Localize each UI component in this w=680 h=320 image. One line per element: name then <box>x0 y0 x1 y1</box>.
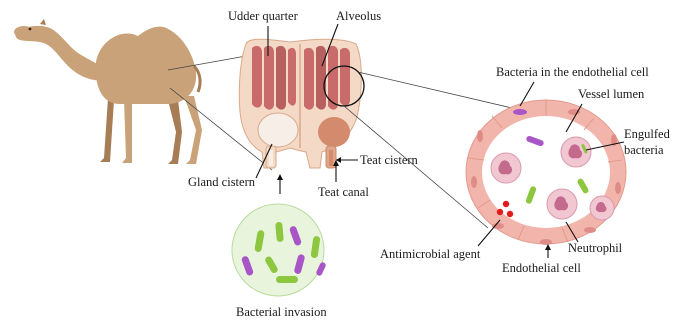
udder-illustration <box>239 39 364 168</box>
label-bacterial-invasion: Bacterial invasion <box>236 305 327 319</box>
zoom-line-vessel-top <box>358 72 512 108</box>
label-vessel-lumen: Vessel lumen <box>578 87 645 101</box>
label-udder-quarter: Udder quarter <box>228 9 299 23</box>
label-alveolus: Alveolus <box>336 9 381 23</box>
neutrophil <box>590 196 614 220</box>
bacterial-invasion-circle <box>232 204 327 296</box>
neutrophil <box>491 153 521 183</box>
bacteria-in-endothelial-cell <box>513 109 527 115</box>
label-bacteria-endothelial: Bacteria in the endothelial cell <box>496 65 649 79</box>
label-neutrophil: Neutrophil <box>568 241 623 255</box>
label-endothelial-cell: Endothelial cell <box>502 261 581 275</box>
vessel-cross-section <box>466 100 626 245</box>
label-gland-cistern: Gland cistern <box>188 175 256 189</box>
neutrophil <box>561 137 591 167</box>
label-antimicrobial-agent: Antimicrobial agent <box>380 247 481 261</box>
label-teat-cistern: Teat cistern <box>360 153 419 167</box>
label-engulfed-line2: bacteria <box>624 143 664 157</box>
neutrophil <box>547 189 577 219</box>
label-engulfed-line1: Engulfed <box>624 127 671 141</box>
label-teat-canal: Teat canal <box>318 185 369 199</box>
